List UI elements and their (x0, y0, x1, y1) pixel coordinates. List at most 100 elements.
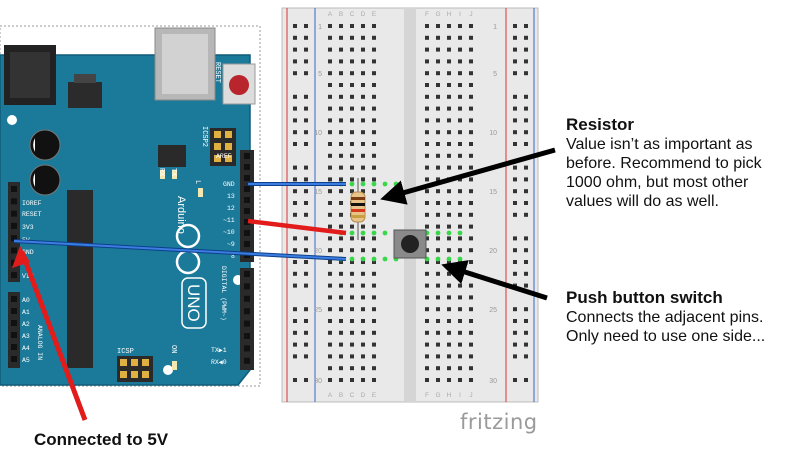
breadboard-hole (372, 142, 376, 146)
breadboard-rail-hole (293, 354, 297, 359)
breadboard-rail-hole (304, 177, 308, 182)
row-number: 25 (314, 307, 322, 314)
breadboard-hole (425, 59, 429, 64)
breadboard-hole (361, 59, 365, 64)
connected-hole (371, 230, 377, 236)
breadboard-rail-hole (513, 307, 517, 312)
breadboard-hole (339, 236, 343, 241)
l-led-label: L (193, 180, 201, 184)
breadboard-hole (458, 118, 462, 123)
breadboard-hole (436, 366, 440, 371)
arrow-resistor (380, 147, 556, 205)
breadboard-hole (447, 283, 451, 288)
row-number: 10 (489, 130, 497, 137)
breadboard-hole (372, 47, 376, 52)
breadboard-hole (425, 354, 429, 359)
breadboard-hole (328, 59, 332, 64)
breadboard-hole (361, 35, 365, 40)
breadboard-hole (361, 83, 365, 87)
breadboard-hole (328, 354, 332, 359)
header-pin (11, 235, 17, 242)
breadboard-hole (458, 283, 462, 288)
breadboard-hole (425, 248, 429, 253)
breadboard-hole (425, 201, 429, 205)
breadboard-hole (372, 24, 376, 28)
breadboard-hole (361, 165, 365, 170)
breadboard-hole (372, 35, 376, 40)
breadboard-hole (328, 378, 332, 382)
connected-hole (435, 256, 441, 262)
breadboard-hole (458, 236, 462, 241)
breadboard-hole (350, 83, 354, 87)
breadboard-channel (404, 8, 416, 402)
row-number: 1 (493, 24, 497, 31)
model-label: UNO (184, 284, 203, 322)
regulator-tab (74, 74, 96, 83)
breadboard-hole (425, 378, 429, 382)
breadboard-hole (436, 319, 440, 323)
connected-hole (349, 230, 355, 236)
breadboard-hole (361, 248, 365, 253)
pin-ioref-label: IOREF (22, 200, 42, 207)
breadboard-rail-hole (293, 260, 297, 264)
breadboard-rail-hole (524, 59, 528, 64)
breadboard-hole (361, 260, 365, 264)
breadboard-rail-hole (304, 271, 308, 276)
breadboard-hole (447, 354, 451, 359)
breadboard-hole (350, 271, 354, 276)
breadboard-rail-hole (304, 378, 308, 382)
breadboard-hole (436, 330, 440, 335)
column-letter: C (350, 392, 355, 399)
breadboard-rail-hole (304, 189, 308, 194)
breadboard-hole (447, 307, 451, 312)
row-number: 15 (489, 189, 497, 196)
breadboard-hole (447, 153, 451, 158)
breadboard-hole (469, 201, 473, 205)
breadboard-hole (339, 366, 343, 371)
power-jack-inner (10, 52, 50, 98)
breadboard-hole (372, 330, 376, 335)
pin-3v3-label: 3V3 (22, 224, 34, 231)
breadboard-rail-hole (524, 319, 528, 323)
breadboard-hole (350, 165, 354, 170)
breadboard-hole (350, 71, 354, 76)
breadboard-hole (447, 24, 451, 28)
capacitor-2 (29, 164, 61, 196)
breadboard-rail-hole (524, 118, 528, 123)
row-number: 25 (489, 307, 497, 314)
breadboard-hole (458, 295, 462, 300)
breadboard-hole (469, 153, 473, 158)
icsp2-header (210, 128, 236, 166)
resistor-annotation: Resistor Value isn’t as important as bef… (566, 115, 798, 211)
breadboard-rail-hole (524, 248, 528, 253)
breadboard-hole (328, 130, 332, 135)
breadboard-rail-hole (513, 94, 517, 99)
breadboard-hole (328, 153, 332, 158)
header-pin (244, 175, 250, 181)
row-number: 5 (318, 71, 322, 78)
l-led (198, 188, 203, 197)
breadboard-hole (328, 260, 332, 264)
breadboard-rail-hole (304, 59, 308, 64)
breadboard-hole (469, 260, 473, 264)
breadboard-rail-hole (293, 106, 297, 111)
breadboard-rail-hole (304, 330, 308, 335)
breadboard-hole (425, 366, 429, 371)
breadboard-rail-hole (524, 271, 528, 276)
breadboard-hole (339, 295, 343, 300)
breadboard-hole (447, 319, 451, 323)
breadboard-hole (447, 224, 451, 229)
breadboard-hole (361, 224, 365, 229)
breadboard-hole (469, 71, 473, 76)
breadboard-hole (361, 378, 365, 382)
header-pin (244, 333, 250, 339)
breadboard-hole (436, 189, 440, 194)
atmega-chip (67, 190, 93, 368)
breadboard-hole (469, 366, 473, 371)
breadboard-hole (436, 177, 440, 182)
connected-hole (371, 256, 377, 262)
column-letter: B (339, 392, 343, 399)
breadboard-rail-hole (293, 342, 297, 347)
breadboard-hole (447, 212, 451, 217)
